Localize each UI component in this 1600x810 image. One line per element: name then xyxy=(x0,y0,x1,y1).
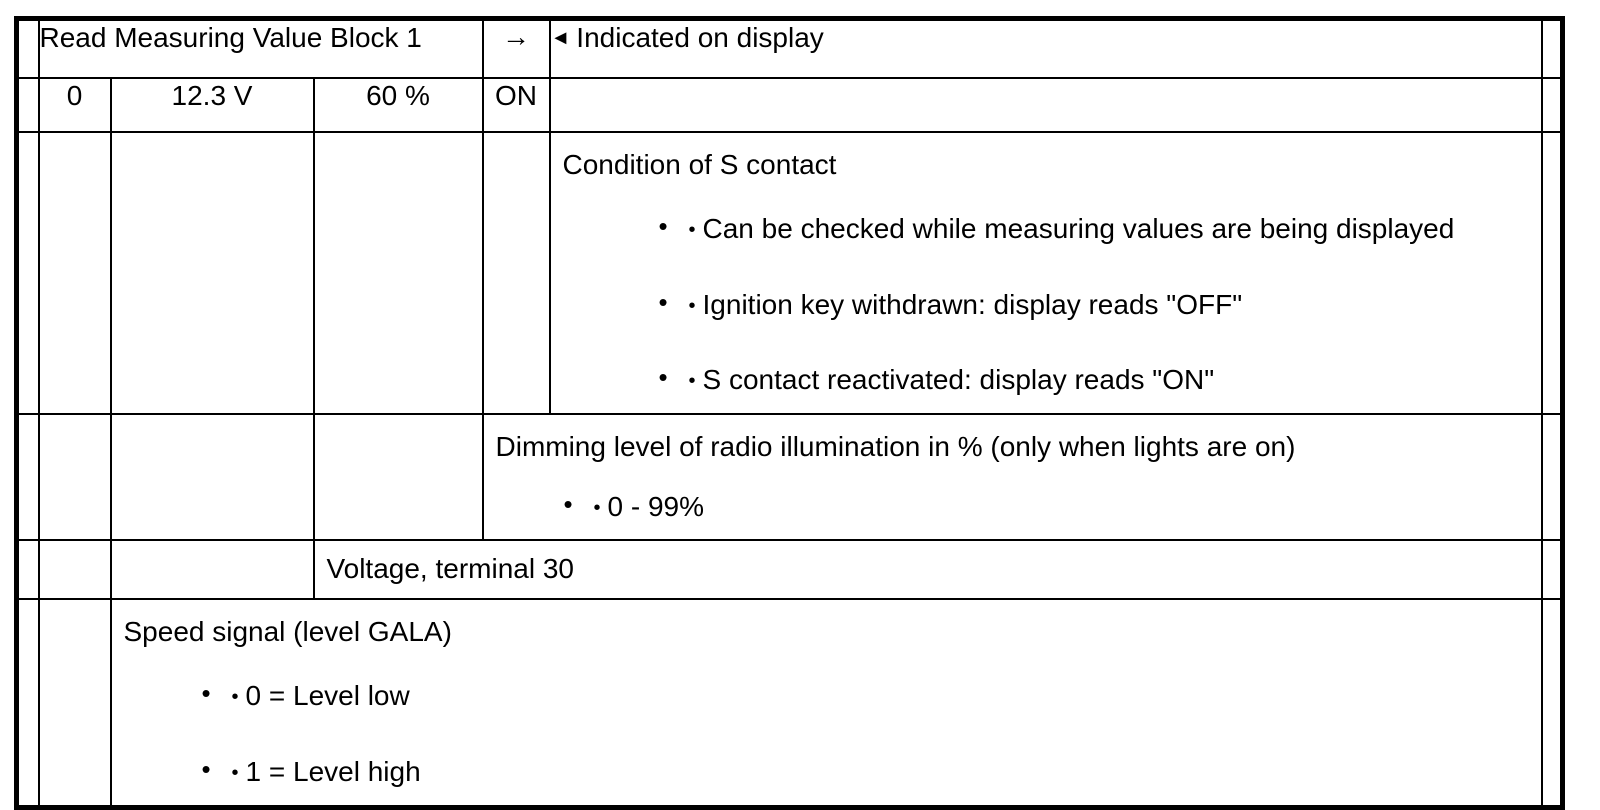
left-spacer-cell-header xyxy=(14,16,40,79)
block-title-cell: Read Measuring Value Block 1 xyxy=(37,16,484,79)
list-item-label: 1 = Level high xyxy=(245,755,421,787)
right-spacer-cell-voltage xyxy=(1540,539,1565,601)
left-spacer-cell-s-contact xyxy=(14,131,40,415)
spacer-col3-s-contact xyxy=(312,131,484,415)
right-spacer-cell-values xyxy=(1540,77,1565,133)
section-cell-dimming: Dimming level of radio illumination in %… xyxy=(481,412,1543,542)
table-values-row: 0 12.3 V 60 % ON xyxy=(14,77,1565,133)
right-spacer-cell-s-contact xyxy=(1540,131,1565,415)
list-item: • Ignition key withdrawn: display reads "… xyxy=(659,287,1529,322)
spacer-col1-s-contact xyxy=(37,131,112,415)
spacer-col1-dimming xyxy=(37,412,112,542)
inline-bullet-icon: • xyxy=(593,496,601,519)
arrow-cell: → xyxy=(481,16,551,79)
right-spacer-cell-speed xyxy=(1540,598,1565,810)
spacer-col4-s-contact xyxy=(481,131,551,415)
inline-bullet-icon: • xyxy=(688,370,696,393)
inline-bullet-icon: • xyxy=(688,294,696,317)
spacer-col1-speed xyxy=(37,598,112,810)
inline-bullet-icon: • xyxy=(231,761,239,784)
table-row-dimming: Dimming level of radio illumination in %… xyxy=(14,412,1565,542)
list-item: • 1 = Level high xyxy=(202,754,1529,789)
left-spacer-cell-voltage xyxy=(14,539,40,601)
left-triangle-icon: ◄ xyxy=(550,27,571,49)
left-spacer-cell-values xyxy=(14,77,40,133)
table-header-row: Read Measuring Value Block 1 → ◄Indicate… xyxy=(14,16,1565,79)
section-cell-voltage: Voltage, terminal 30 xyxy=(312,539,1543,601)
display-note-text: Indicated on display xyxy=(576,22,824,53)
left-spacer-cell-speed xyxy=(14,598,40,810)
display-note-cell: ◄Indicated on display xyxy=(548,16,1543,79)
spacer-col2-s-contact xyxy=(109,131,315,415)
list-item: • 0 - 99% xyxy=(564,489,1529,524)
section-heading-dimming: Dimming level of radio illumination in %… xyxy=(495,430,1296,462)
list-item-label: 0 = Level low xyxy=(245,680,410,712)
value-s-contact: ON xyxy=(481,77,551,133)
section-heading-s-contact: Condition of S contact xyxy=(562,149,837,180)
section-heading-voltage: Voltage, terminal 30 xyxy=(326,553,575,585)
right-spacer-cell-dimming xyxy=(1540,412,1565,542)
value-dimming: 60 % xyxy=(312,77,484,133)
list-item-label: Ignition key withdrawn: display reads "O… xyxy=(702,288,1243,320)
value-display-group: 0 xyxy=(37,77,112,133)
spacer-col1-voltage xyxy=(37,539,112,601)
section-bullet-list-dimming: • 0 - 99% xyxy=(496,489,1529,524)
value-voltage: 12.3 V xyxy=(109,77,315,133)
section-bullet-list-s-contact: • Can be checked while measuring values a… xyxy=(563,211,1529,397)
spacer-col2-dimming xyxy=(109,412,315,542)
value-description-cell xyxy=(548,77,1543,133)
measuring-value-block-table: Read Measuring Value Block 1 → ◄Indicate… xyxy=(14,16,1565,810)
block-title: Read Measuring Value Block 1 xyxy=(39,22,422,53)
spacer-col2-voltage xyxy=(109,539,315,601)
list-item: • S contact reactivated: display reads "O… xyxy=(659,362,1529,397)
list-item: • Can be checked while measuring values a… xyxy=(659,211,1529,246)
table-row-voltage: Voltage, terminal 30 xyxy=(14,539,1565,601)
right-spacer-cell-header xyxy=(1540,16,1565,79)
spacer-col3-dimming xyxy=(312,412,484,542)
list-item-label: Can be checked while measuring values ar… xyxy=(702,213,1455,244)
section-cell-speed-signal: Speed signal (level GALA) • 0 = Level low… xyxy=(109,598,1543,810)
left-spacer-cell-dimming xyxy=(14,412,40,542)
inline-bullet-icon: • xyxy=(231,686,239,709)
section-bullet-list-speed-signal: • 0 = Level low • 1 = Level high xyxy=(124,678,1529,789)
table-row-speed-signal: Speed signal (level GALA) • 0 = Level low… xyxy=(14,598,1565,810)
right-arrow-icon: → xyxy=(502,21,530,52)
table-row-s-contact: Condition of S contact • Can be checked w… xyxy=(14,131,1565,415)
section-cell-s-contact: Condition of S contact • Can be checked w… xyxy=(548,131,1543,415)
inline-bullet-icon: • xyxy=(688,219,696,241)
list-item-label: S contact reactivated: display reads "ON… xyxy=(702,364,1215,396)
list-item: • 0 = Level low xyxy=(202,678,1529,713)
list-item-label: 0 - 99% xyxy=(607,490,705,522)
section-heading-speed-signal: Speed signal (level GALA) xyxy=(123,616,452,648)
